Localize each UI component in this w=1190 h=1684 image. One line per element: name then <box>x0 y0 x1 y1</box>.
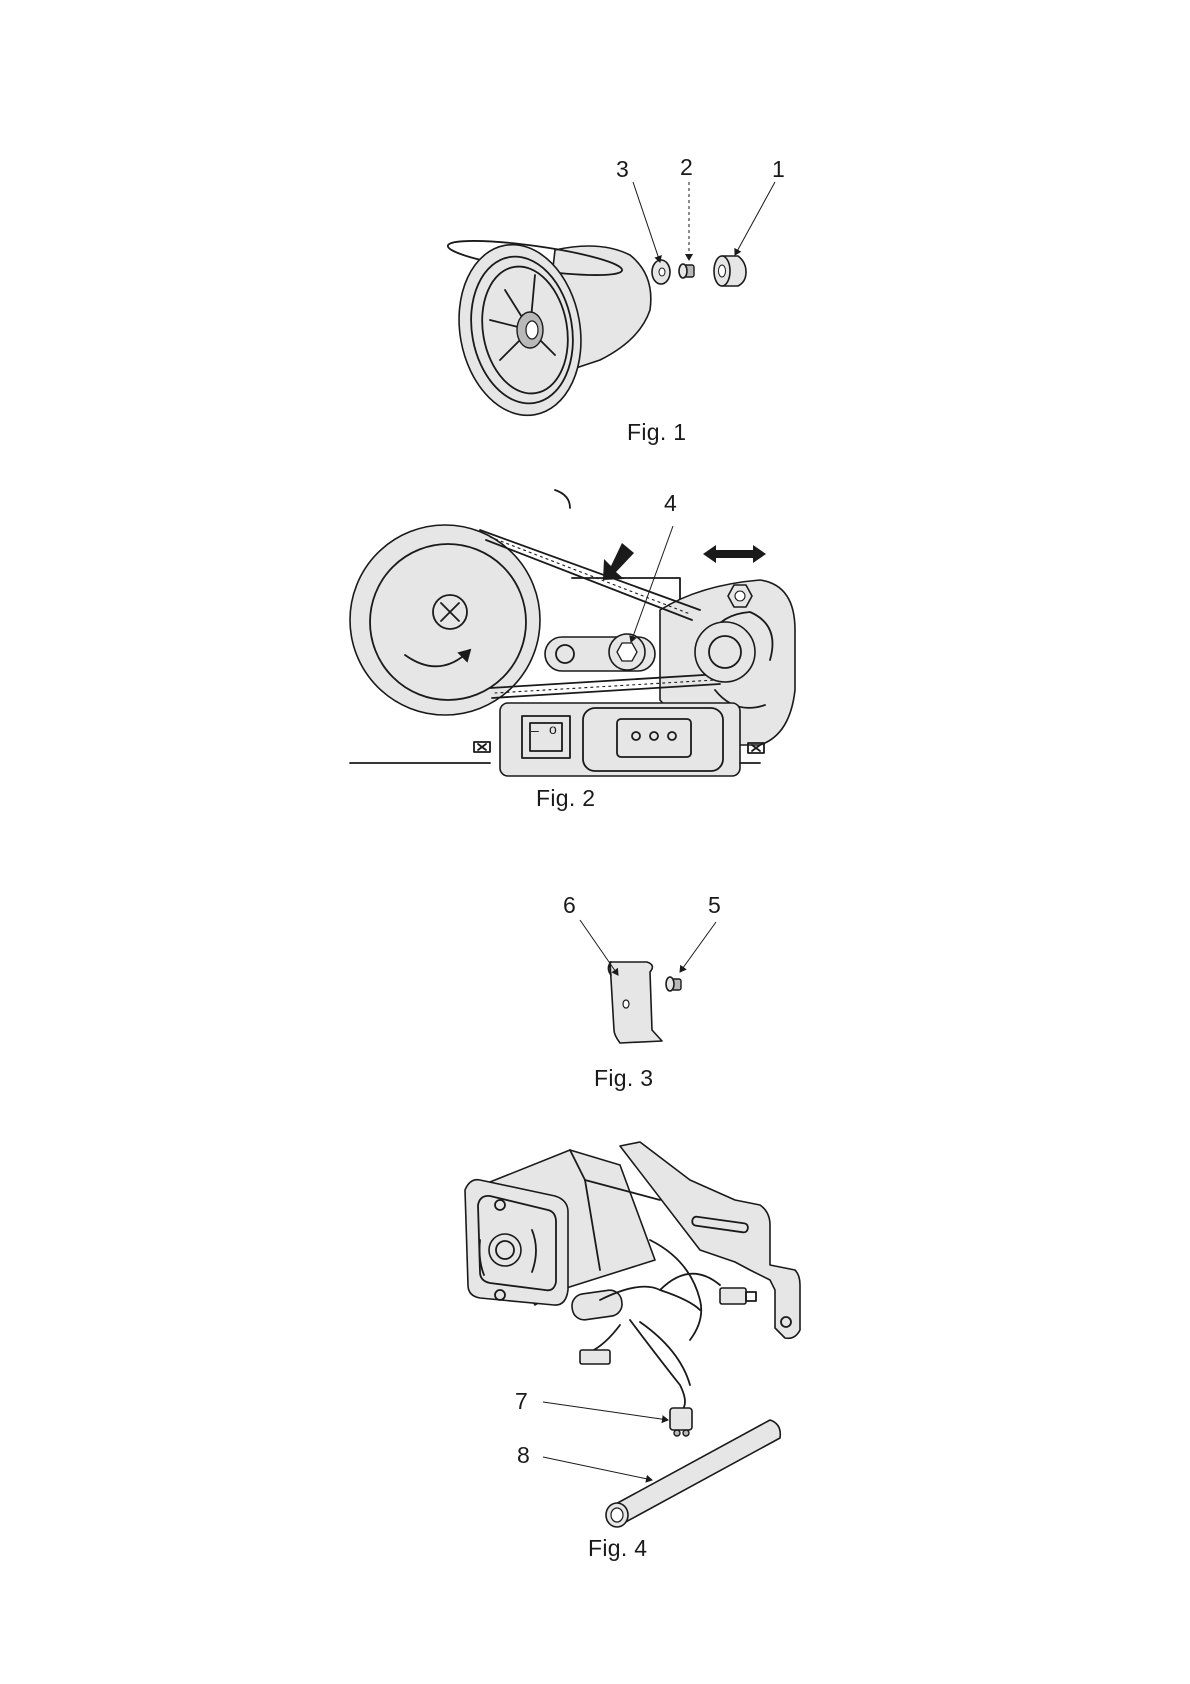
callout-8: 8 <box>517 1442 530 1469</box>
switch-mark-off: o <box>549 721 557 737</box>
fig3-cover-plate <box>609 962 663 1043</box>
fig3-caption: Fig. 3 <box>594 1065 653 1092</box>
callout-3: 3 <box>616 156 629 183</box>
fig4-tube-8 <box>606 1420 780 1527</box>
callout-6: 6 <box>563 892 576 919</box>
callout-2: 2 <box>680 154 693 181</box>
fig1-washer-3 <box>652 260 670 284</box>
fig2-assembly <box>350 490 795 776</box>
fig3-screw-5 <box>666 977 681 991</box>
callout-7: 7 <box>515 1388 528 1415</box>
fig4-caption: Fig. 4 <box>588 1535 647 1562</box>
callout-1: 1 <box>772 156 785 183</box>
fig1-pulley <box>446 234 651 425</box>
callout-5: 5 <box>708 892 721 919</box>
fig1-cap-1 <box>714 256 746 286</box>
fig1-caption: Fig. 1 <box>627 419 686 446</box>
fig1-screw-2 <box>679 264 694 278</box>
switch-mark-on: – <box>531 722 539 738</box>
fig2-caption: Fig. 2 <box>536 785 595 812</box>
callout-4: 4 <box>664 490 677 517</box>
